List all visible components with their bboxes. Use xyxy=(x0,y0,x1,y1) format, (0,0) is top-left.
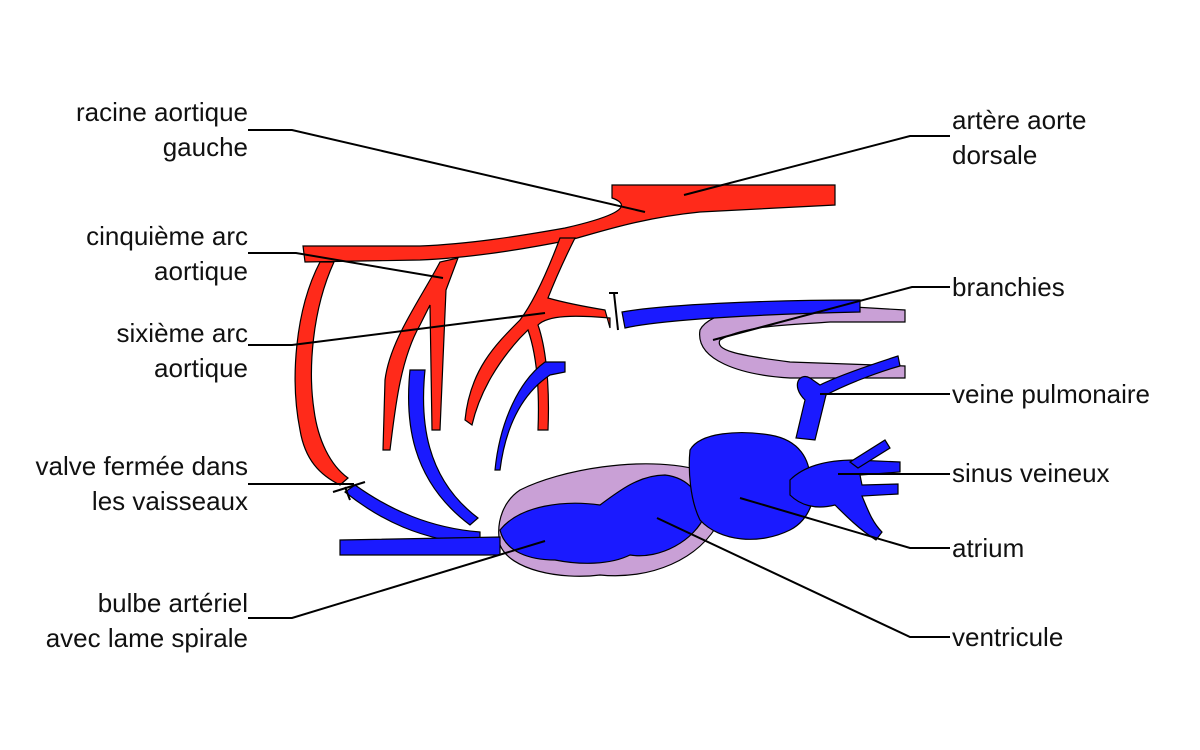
label-bulbe-arteriel: bulbe artériel avec lame spirale xyxy=(45,588,248,653)
leader-branchies xyxy=(712,286,950,341)
dorsal-aorta xyxy=(302,184,836,263)
fifth-arch xyxy=(382,257,459,451)
sinus-branch-top xyxy=(848,439,891,469)
afferent-vein-1 xyxy=(494,361,566,471)
pulmonary-vein xyxy=(795,355,901,441)
leader-cinquieme-arc xyxy=(248,252,444,279)
label-cinquieme-arc-aortique: cinquième arc aortique xyxy=(86,221,248,286)
valve-mark-right xyxy=(609,292,619,331)
sixth-arch xyxy=(464,237,611,431)
label-artere-aorte-dorsale: artère aorte dorsale xyxy=(952,105,1087,170)
label-ventricule: ventricule xyxy=(952,622,1064,652)
ventral-vessel xyxy=(339,536,501,556)
gill-vein xyxy=(621,299,861,329)
leader-sixieme-arc xyxy=(248,312,546,346)
afferent-vein-2 xyxy=(408,369,479,526)
leader-racine-aortique-gauche xyxy=(248,129,646,213)
atrium xyxy=(688,432,814,540)
label-atrium: atrium xyxy=(952,533,1025,563)
leader-ventricule xyxy=(656,517,950,638)
label-sinus-veineux: sinus veineux xyxy=(952,458,1110,488)
label-veine-pulmonaire: veine pulmonaire xyxy=(952,379,1151,409)
label-branchies: branchies xyxy=(952,272,1065,302)
leader-bulbe xyxy=(248,540,546,619)
fifth-arch-left xyxy=(294,261,349,486)
label-sixieme-arc-aortique: sixième arc aortique xyxy=(116,318,248,383)
label-valve-fermee: valve fermée dans les vaisseaux xyxy=(35,451,248,516)
leader-atrium xyxy=(739,497,950,549)
sinus-venosus xyxy=(789,459,901,541)
label-racine-aortique-gauche: racine aortique gauche xyxy=(76,97,248,162)
leader-artere-aorte xyxy=(683,135,950,196)
valve-mark-left xyxy=(332,481,366,501)
